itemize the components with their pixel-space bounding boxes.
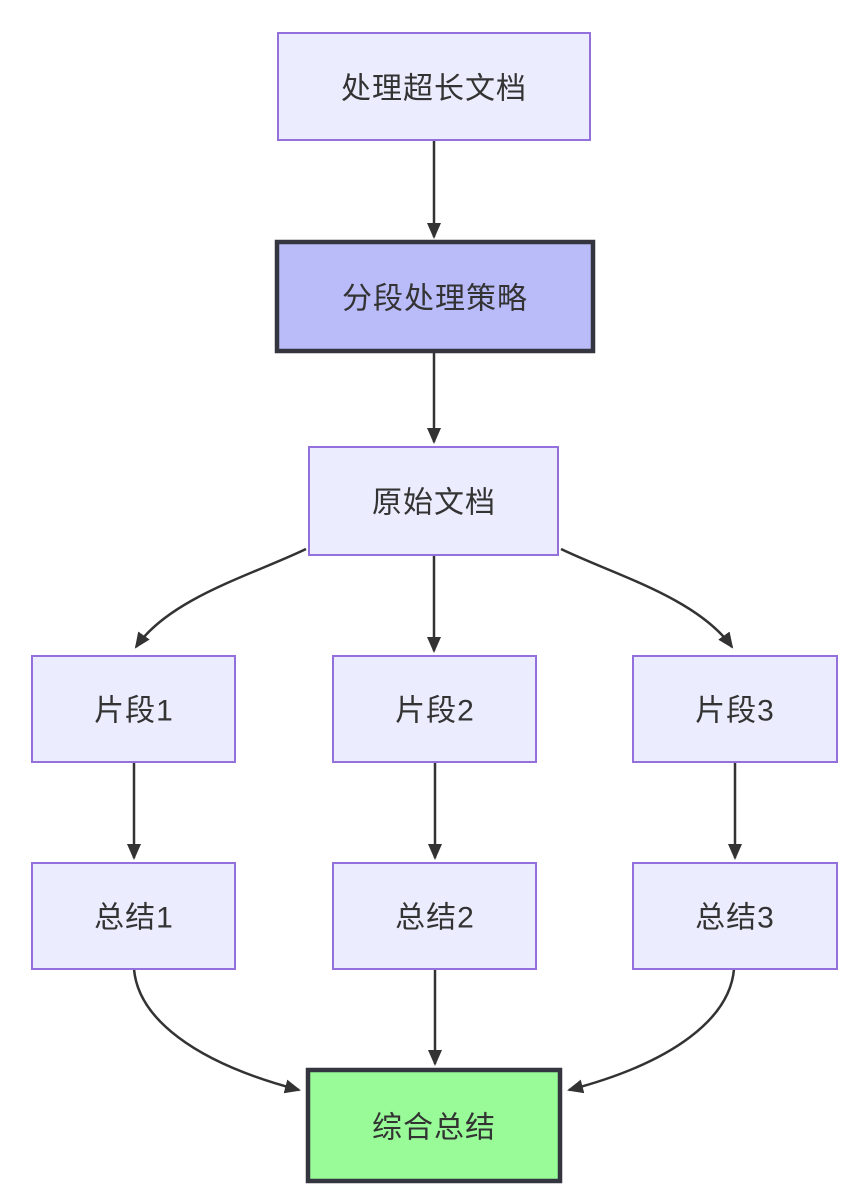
node-final-label: 综合总结: [372, 1112, 496, 1145]
node-chunk1-label: 片段1: [94, 695, 174, 728]
node-chunk2: 片段2: [332, 655, 537, 763]
node-summary2-box: [332, 862, 537, 970]
node-chunk3: 片段3: [632, 655, 838, 763]
node-chunk3-box: [632, 655, 838, 763]
node-doc-label: 原始文档: [372, 487, 496, 520]
node-strategy-box: [274, 239, 596, 354]
node-chunk3-label: 片段3: [695, 695, 775, 728]
node-doc: 原始文档: [308, 446, 559, 556]
node-strategy: 分段处理策略: [274, 239, 596, 354]
edge-layer: [127, 141, 742, 1094]
node-summary1-label: 总结1: [94, 902, 174, 935]
node-final: 综合总结: [305, 1067, 563, 1184]
node-start-box: [277, 32, 591, 141]
node-chunk2-box: [332, 655, 537, 763]
node-layer: 处理超长文档 分段处理策略 原始文档 片段1 片段2 片段3 总结1: [31, 32, 838, 1184]
edge-doc-to-chunk3: [560, 547, 734, 649]
node-chunk1-box: [31, 655, 236, 763]
node-summary1: 总结1: [31, 862, 236, 970]
node-start: 处理超长文档: [277, 32, 591, 141]
node-final-box: [305, 1067, 563, 1184]
edge-summary3-to-final: [567, 968, 736, 1094]
node-summary2: 总结2: [332, 862, 537, 970]
node-summary3-box: [632, 862, 838, 970]
node-start-label: 处理超长文档: [341, 73, 527, 106]
edge-summary1-to-final: [132, 968, 301, 1094]
node-chunk1: 片段1: [31, 655, 236, 763]
node-summary1-box: [31, 862, 236, 970]
edge-doc-to-chunk1: [134, 547, 307, 649]
node-summary3-label: 总结3: [695, 902, 775, 935]
node-summary3: 总结3: [632, 862, 838, 970]
node-strategy-label: 分段处理策略: [342, 283, 528, 316]
node-doc-box: [308, 446, 559, 556]
node-chunk2-label: 片段2: [395, 695, 475, 728]
node-summary2-label: 总结2: [395, 902, 475, 935]
